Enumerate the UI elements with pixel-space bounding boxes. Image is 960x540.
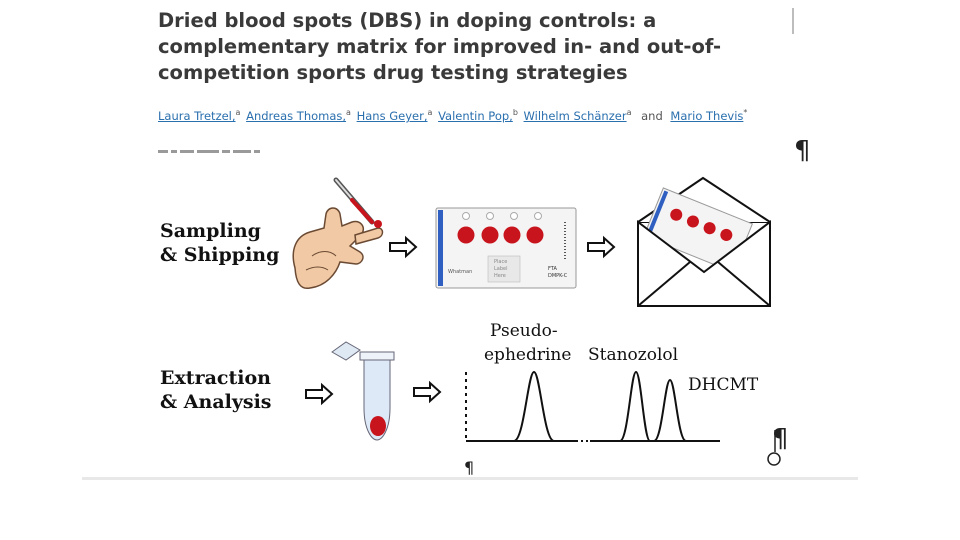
author-link[interactable]: Andreas Thomas,: [246, 108, 347, 123]
article-title-line-3: competition sports drug testing strategi…: [158, 61, 628, 84]
author-affiliation-mark: a: [235, 108, 241, 117]
text-cursor: [792, 8, 794, 34]
card-product-text: FTA: [548, 266, 557, 272]
stage-label-sampling: Sampling & Shipping: [160, 219, 279, 267]
stage-label-line: Extraction: [160, 367, 271, 389]
chromatogram: Pseudo- ephedrine Stanozolol DHCMT: [465, 321, 759, 443]
author-list: Laura Tretzel,a Andreas Thomas,a Hans Ge…: [158, 108, 818, 123]
author-affiliation-mark: b: [512, 108, 518, 117]
arrow-right-icon: [587, 235, 616, 259]
clipped-text-line: [158, 150, 268, 156]
paragraph-mark: ¶: [464, 458, 475, 477]
author-affiliation-mark: a: [427, 108, 433, 117]
arrow-right-icon: [305, 382, 334, 406]
peak-label: ephedrine: [484, 345, 571, 365]
envelope-icon: [637, 176, 771, 307]
author-link[interactable]: Laura Tretzel,: [158, 108, 236, 123]
dbs-card: Whatman Place Label Here FTA DMPK-C: [435, 207, 577, 289]
paragraph-mark: ¶: [772, 424, 789, 454]
paragraph-mark: ¶: [794, 136, 811, 166]
chromatogram-peak: [619, 370, 651, 442]
author-conjunction: and: [641, 108, 663, 123]
author-link[interactable]: Wilhelm Schänzer: [523, 108, 627, 123]
author-link[interactable]: Valentin Pop,: [438, 108, 513, 123]
stage-label-line: & Analysis: [160, 391, 272, 413]
peak-label: Stanozolol: [588, 345, 678, 365]
chromatogram-peak: [653, 378, 687, 442]
card-brand-text: Whatman: [448, 269, 472, 275]
card-product-text: DMPK-C: [548, 273, 568, 279]
sample-tube-icon: [331, 341, 395, 441]
page-divider: [82, 477, 858, 480]
arrow-right-icon: [389, 235, 418, 259]
article-title-line-2: complementary matrix for improved in- an…: [158, 35, 722, 58]
author-affiliation-mark: *: [743, 108, 748, 117]
card-label-text: Here: [494, 273, 506, 279]
author-link[interactable]: Mario Thevis: [670, 108, 744, 123]
peak-label: DHCMT: [688, 375, 759, 395]
author-link[interactable]: Hans Geyer,: [356, 108, 428, 123]
author-affiliation-mark: a: [626, 108, 632, 117]
article-title: Dried blood spots (DBS) in doping contro…: [158, 8, 778, 86]
chromatogram-peak: [513, 370, 555, 442]
stage-label-extraction: Extraction & Analysis: [160, 366, 272, 414]
peak-label: Pseudo-: [490, 321, 558, 341]
stage-label-line: & Shipping: [160, 244, 280, 266]
finger-prick-icon: [292, 177, 384, 290]
anchor-icon: [767, 430, 781, 466]
arrow-right-icon: [413, 380, 442, 404]
card-label-text: Label: [494, 266, 508, 272]
stage-label-line: Sampling: [160, 220, 261, 242]
article-title-line-1: Dried blood spots (DBS) in doping contro…: [158, 9, 657, 32]
card-label-text: Place: [494, 259, 507, 265]
author-affiliation-mark: a: [346, 108, 351, 117]
